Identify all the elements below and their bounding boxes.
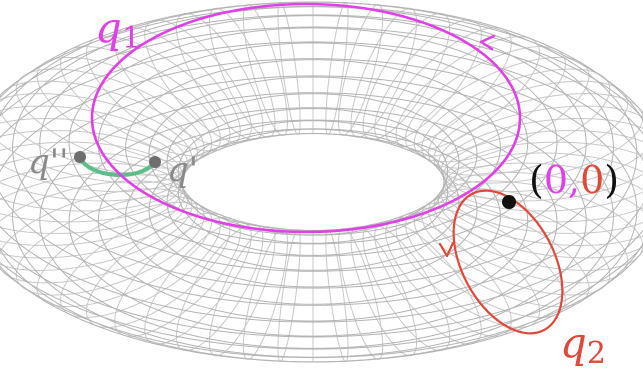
mesh-line [39, 92, 587, 349]
origin-second-coordinate: 0 [580, 158, 604, 202]
q1-symbol: q [95, 3, 122, 52]
point-q-prime [149, 156, 161, 168]
origin-first-coordinate: 0 [544, 158, 568, 202]
mesh-line [0, 58, 638, 363]
mesh-line [11, 6, 614, 289]
mesh-line [277, 229, 301, 363]
q2-arrowhead-icon [438, 241, 455, 258]
torus-mesh [0, 1, 643, 363]
label-q2: q2 [560, 318, 606, 371]
label-q1: q1 [95, 3, 141, 56]
mesh-line [125, 59, 501, 236]
mesh-line [166, 93, 460, 231]
mesh-line [0, 1, 638, 306]
origin-comma: , [568, 158, 580, 202]
mesh-line [0, 1, 643, 323]
mesh-line [362, 12, 451, 141]
label-q-prime: q' [167, 150, 198, 190]
mesh-line [68, 107, 558, 337]
q1-arrowhead-icon [479, 34, 496, 51]
mesh-line [0, 26, 643, 359]
mesh-line [148, 132, 478, 288]
point-q-double-prime [74, 151, 86, 163]
mesh-line [175, 12, 264, 141]
mesh-line [181, 120, 445, 244]
mesh-line [68, 27, 558, 257]
label-q-double-prime: q'' [28, 142, 68, 182]
origin-open-paren: ( [529, 158, 544, 202]
mesh-line [175, 223, 264, 352]
mesh-line [0, 41, 643, 363]
origin-close-paren: ) [604, 158, 619, 202]
q2-symbol: q [560, 318, 587, 367]
mesh-line [177, 108, 449, 236]
label-origin: (0,0) [529, 158, 619, 202]
q2-subscript: 2 [587, 336, 606, 371]
mesh-line [277, 1, 301, 135]
mesh-line [125, 128, 501, 305]
mesh-line [148, 76, 478, 232]
mesh-line [362, 223, 451, 352]
cycle-q2 [452, 189, 564, 335]
cycle-q1 [90, 2, 522, 234]
path-q-double-prime-to-q-prime [78, 155, 157, 177]
mesh-line [177, 128, 449, 256]
mesh-line [325, 229, 349, 363]
origin-point [502, 195, 516, 209]
mesh-line [325, 1, 349, 135]
q1-subscript: 1 [122, 21, 141, 56]
